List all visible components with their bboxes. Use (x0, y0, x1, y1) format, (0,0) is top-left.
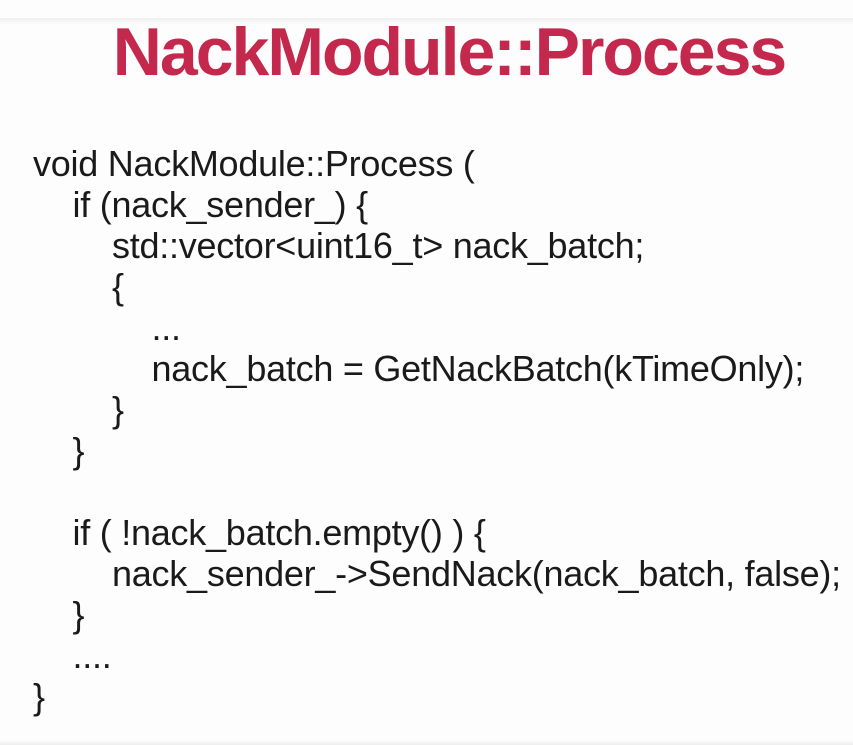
code-line: std::vector<uint16_t> nack_batch; (112, 225, 645, 266)
code-line: nack_sender_->SendNack(nack_batch, false… (112, 553, 841, 594)
code-line: } (33, 676, 45, 717)
code-line: { (112, 266, 124, 307)
code-line: if (nack_sender_) { (72, 184, 369, 225)
code-line: ... (151, 307, 182, 348)
code-block: void NackModule::Process (if (nack_sende… (0, 143, 853, 717)
code-line: } (72, 594, 85, 635)
code-line (33, 471, 853, 512)
code-line: } (112, 389, 124, 430)
code-line: void NackModule::Process ( (33, 143, 475, 184)
bottom-edge-vignette (0, 740, 853, 745)
code-line: } (72, 430, 85, 471)
code-line: nack_batch = GetNackBatch(kTimeOnly); (151, 348, 805, 389)
code-line: .... (72, 635, 112, 676)
code-line: if ( !nack_batch.empty() ) { (72, 512, 486, 553)
top-edge-vignette (0, 18, 853, 25)
slide-title: NackModule::Process (112, 14, 787, 90)
